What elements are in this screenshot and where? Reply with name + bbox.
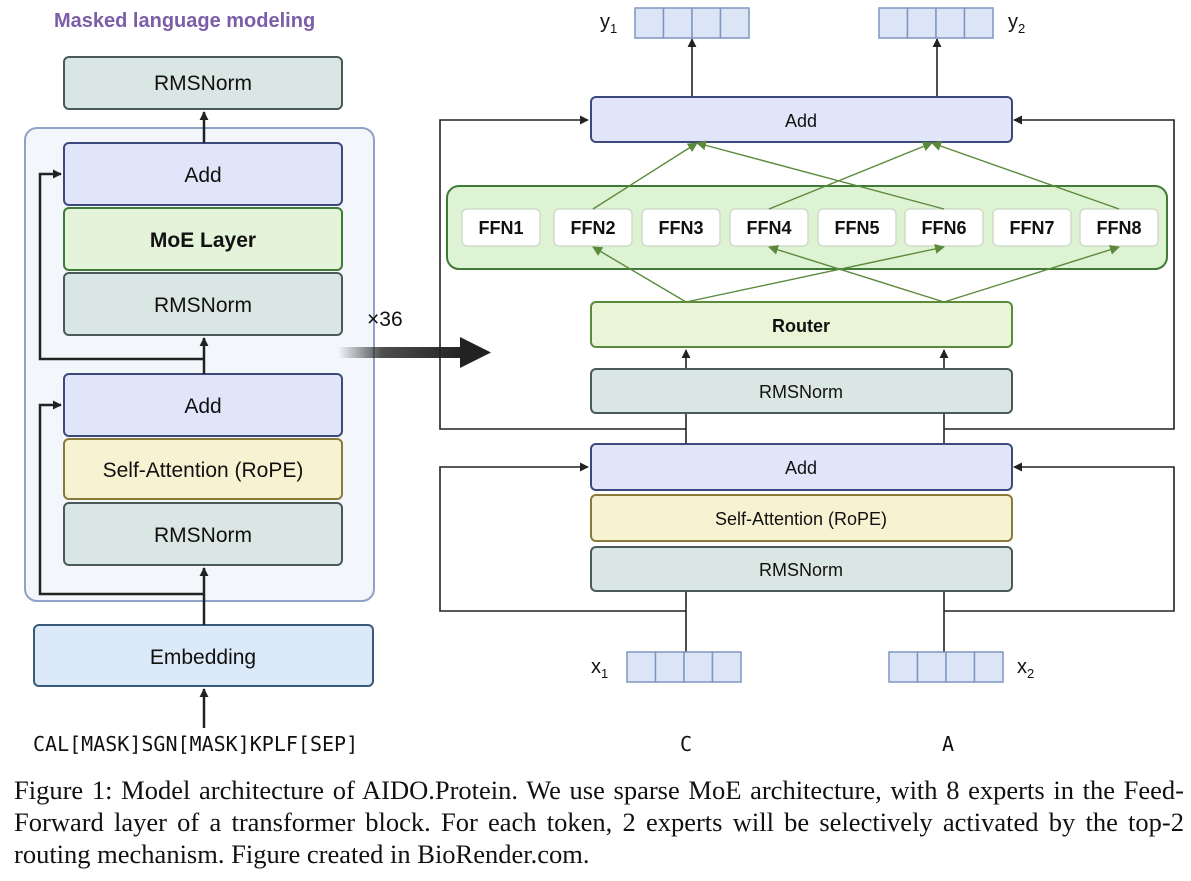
route-out-token2-ffn8 (931, 141, 1120, 210)
input-vector-1-cell (654, 651, 685, 683)
right-bottom-norm-box: RMSNorm (590, 546, 1013, 592)
expand-arrow (338, 337, 491, 368)
right-add-top-label: Add (785, 111, 817, 131)
output-vector-2: y2 (878, 7, 1025, 39)
expert-box-ffn7 (992, 208, 1072, 247)
route-in-token2-ffn8 (943, 244, 1120, 303)
output-label-1: y1 (600, 11, 617, 36)
route-out-token2-ffn4 (768, 141, 933, 210)
right-bottom-norm-label: RMSNorm (759, 560, 843, 580)
left-moe-label: MoE Layer (150, 229, 256, 252)
input-vector-2: x2 (888, 651, 1034, 683)
router-box: Router (590, 301, 1013, 348)
left-panel-title: Masked language modeling (54, 10, 315, 32)
input-vector-1-cell (711, 651, 742, 683)
right-attention-residual (439, 462, 1175, 612)
output-vector-1-cell (662, 7, 693, 39)
architecture-diagram: Masked language modeling RMSNorm Add MoE… (24, 7, 1175, 756)
expert-label-ffn2: FFN2 (571, 218, 616, 238)
expert-label-ffn4: FFN4 (747, 218, 792, 238)
right-attention-box: Self-Attention (RoPE) (590, 494, 1013, 542)
input-label-2: x2 (1017, 656, 1034, 681)
route-out-token1-ffn6 (696, 140, 945, 210)
left-embedding-label: Embedding (150, 646, 256, 669)
right-token-streams (681, 38, 949, 652)
router-label: Router (772, 316, 830, 336)
output-vector-1: y1 (600, 7, 750, 39)
figure-caption: Figure 1: Model architecture of AIDO.Pro… (14, 775, 1184, 869)
repeat-count: ×36 (367, 308, 403, 331)
expert-label-ffn7: FFN7 (1010, 218, 1055, 238)
left-add-bottom-box: Add (63, 373, 343, 437)
expert-box-ffn3 (641, 208, 721, 247)
left-top-norm-label: RMSNorm (154, 72, 252, 95)
input-vector-2-cell (973, 651, 1004, 683)
output-vector-2-cell (906, 7, 937, 39)
right-add-bottom-label: Add (785, 458, 817, 478)
left-attention-label: Self-Attention (RoPE) (103, 459, 304, 482)
output-vector-2-cell (963, 7, 994, 39)
left-attention-box: Self-Attention (RoPE) (63, 438, 343, 500)
route-out-token1-ffn2 (592, 142, 698, 210)
expert-label-ffn5: FFN5 (835, 218, 880, 238)
input-label-1: x1 (591, 656, 608, 681)
expert-boxes: FFN1 FFN2 FFN3 FFN4 FFN5 FFN6 FFN7 FFN8 (461, 208, 1159, 247)
left-bottom-norm-label: RMSNorm (154, 524, 252, 547)
left-embedding-box: Embedding (33, 624, 374, 687)
input-vector-1-cell (683, 651, 714, 683)
input-sequence: CAL[MASK]SGN[MASK]KPLF[SEP] (33, 732, 358, 756)
input-vector-1: x1 (591, 651, 742, 683)
expert-label-ffn1: FFN1 (479, 218, 524, 238)
left-moe-box: MoE Layer (63, 207, 343, 271)
output-vector-2-cell (935, 7, 966, 39)
right-mid-norm-label: RMSNorm (759, 382, 843, 402)
right-add-bottom-box: Add (590, 443, 1013, 491)
input-vector-2-cell (888, 651, 919, 683)
left-panel: Masked language modeling RMSNorm Add MoE… (24, 10, 491, 756)
output-vector-2-cell (878, 7, 909, 39)
expert-label-ffn3: FFN3 (659, 218, 704, 238)
route-in-token1-ffn6 (685, 243, 945, 303)
expert-label-ffn8: FFN8 (1097, 218, 1142, 238)
left-top-norm-box: RMSNorm (63, 56, 343, 110)
output-vector-1-cell (634, 7, 665, 39)
routing-arrows (592, 140, 1120, 303)
left-bottom-norm-box: RMSNorm (63, 502, 343, 566)
right-mid-norm-box: RMSNorm (590, 368, 1013, 414)
route-in-token2-ffn4 (768, 244, 945, 303)
left-add-bottom-label: Add (184, 395, 221, 418)
expert-label-ffn6: FFN6 (922, 218, 967, 238)
input-vector-2-cell (945, 651, 976, 683)
output-vector-1-cell (719, 7, 750, 39)
right-add-top-box: Add (590, 96, 1013, 143)
left-add-top-box: Add (63, 142, 343, 206)
right-moe-residual (439, 115, 1175, 430)
left-mid-norm-label: RMSNorm (154, 294, 252, 317)
left-mid-norm-box: RMSNorm (63, 272, 343, 336)
left-flow-arrows (38, 111, 209, 728)
expert-box-ffn5 (817, 208, 897, 247)
input-vector-2-cell (916, 651, 947, 683)
expert-box-ffn1 (461, 208, 541, 247)
token-1: C (680, 732, 692, 756)
token-2: A (942, 732, 954, 756)
output-vector-1-cell (691, 7, 722, 39)
left-add-top-label: Add (184, 164, 221, 187)
output-label-2: y2 (1008, 11, 1025, 36)
right-attention-label: Self-Attention (RoPE) (715, 509, 887, 529)
route-in-token1-ffn2 (592, 246, 687, 303)
input-vector-1-cell (626, 651, 657, 683)
